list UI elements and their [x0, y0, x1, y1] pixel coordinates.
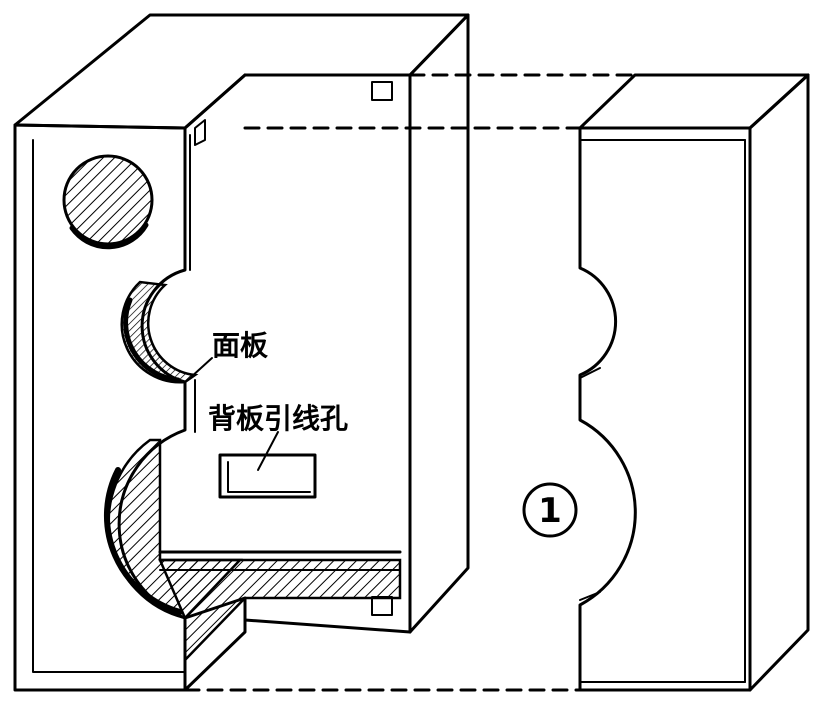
left-cutaway-box: [13, 13, 810, 692]
interior-back-wall: [243, 73, 412, 634]
corner-block-top: [371, 81, 393, 101]
bottom-floor-section: [158, 558, 402, 664]
leader-face-panel: [189, 357, 213, 379]
right-piece-front-face: [578, 126, 752, 692]
left-box-front-inner-border: [32, 139, 186, 673]
face-panel-label: 面板: [212, 329, 268, 362]
corner-block-bottom: [371, 596, 393, 616]
right-panel-piece: 1: [522, 73, 810, 692]
leader-wire-hole: [257, 431, 279, 471]
wire-hole: [218, 453, 317, 499]
right-piece-side-face: [748, 73, 810, 692]
upper-notch-section: [120, 280, 199, 384]
round-hole: [62, 154, 154, 246]
back-panel-hole-label: 背板引线孔: [208, 402, 348, 435]
part-number-circle: [522, 482, 578, 538]
left-box-right-side-face: [408, 13, 470, 634]
part-number-text: 1: [538, 491, 562, 531]
left-box-top-face: [13, 13, 470, 130]
right-piece-top-face: [578, 73, 810, 130]
